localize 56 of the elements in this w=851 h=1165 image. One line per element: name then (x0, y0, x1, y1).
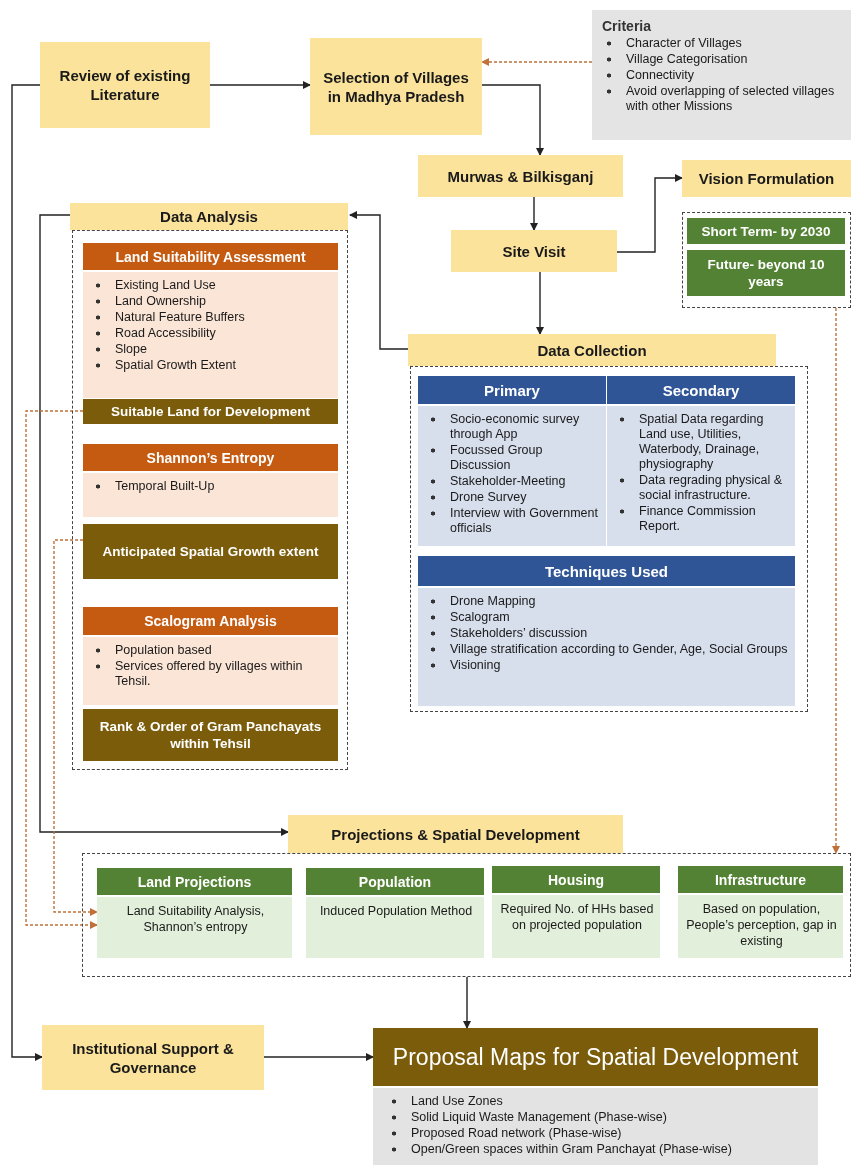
description-text: Induced Population Method (318, 903, 474, 919)
note-heading: Criteria (602, 18, 653, 34)
process-box: Site Visit (451, 230, 617, 272)
process-box: Murwas & Bilkisganj (418, 155, 623, 197)
dashed-arrow (53, 539, 98, 916)
card (83, 607, 338, 705)
card (83, 243, 338, 398)
description-text: Land Suitability Analysis, Shannon’s entropy (125, 903, 266, 935)
arrow (481, 84, 544, 156)
card (607, 376, 795, 546)
card (306, 868, 484, 958)
result-band: Anticipated Spatial Growth extent (83, 524, 338, 579)
card (418, 376, 606, 546)
arrow (463, 976, 471, 1029)
card-heading: Population (306, 868, 484, 895)
card-heading: Land Suitability Assessment (83, 243, 338, 270)
card-heading: Infrastructure (678, 866, 843, 893)
card (418, 556, 795, 706)
card (678, 866, 843, 958)
result-band: Future- beyond 10 years (687, 250, 845, 296)
dashed-arrow (832, 307, 840, 854)
card (97, 868, 292, 958)
card-heading: Shannon’s Entropy (83, 444, 338, 471)
result-band: Rank & Order of Gram Panchayats within Tehsil (83, 709, 338, 761)
dashed-arrow (481, 58, 593, 66)
card-heading: Techniques Used (418, 556, 795, 586)
process-box: Review of existing Literature (40, 42, 210, 128)
arrow (209, 81, 311, 89)
result-band: Suitable Land for Development (83, 399, 338, 424)
card (83, 444, 338, 517)
arrow (530, 196, 538, 231)
arrow (263, 1053, 374, 1061)
card-heading: Housing (492, 866, 660, 893)
note-panel (592, 10, 851, 140)
card-heading: Land Projections (97, 868, 292, 895)
card-heading: Proposal Maps for Spatial Development (373, 1028, 818, 1086)
description-text: Required No. of HHs based on projected population (500, 901, 654, 933)
card-heading: Scalogram Analysis (83, 607, 338, 635)
card (373, 1028, 818, 1165)
result-band: Short Term- by 2030 (687, 218, 845, 244)
dashed-arrow (25, 410, 98, 929)
arrow (349, 211, 409, 350)
group-heading: Data Analysis (70, 203, 348, 230)
card-heading: Secondary (607, 376, 795, 404)
process-box: Vision Formulation (682, 160, 851, 197)
arrow (39, 214, 289, 836)
description-text: Based on population, People’s perception, gap in existing (686, 901, 837, 949)
process-box: Institutional Support & Governance (42, 1025, 264, 1090)
card (492, 866, 660, 958)
card-heading: Primary (418, 376, 606, 404)
process-box: Selection of Villages in Madhya Pradesh (310, 38, 482, 135)
group-heading: Data Collection (408, 334, 776, 366)
group-heading: Projections & Spatial Development (288, 815, 623, 853)
arrow (11, 84, 43, 1061)
arrow (536, 271, 544, 335)
arrow (616, 174, 683, 253)
